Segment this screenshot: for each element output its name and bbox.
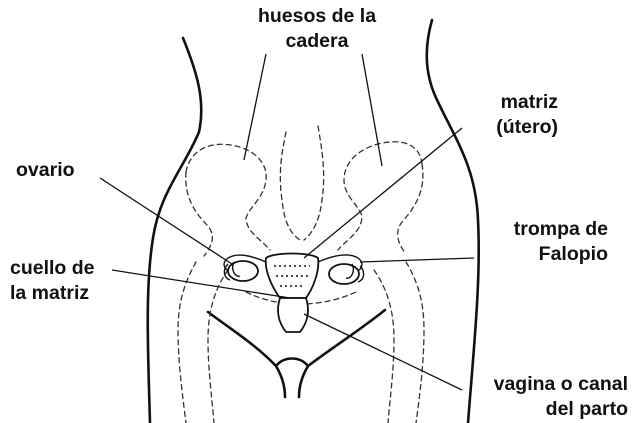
- label-hip-bones: huesos de la cadera: [222, 4, 412, 54]
- left-thigh-line: [206, 310, 278, 368]
- sacrum: [279, 125, 325, 241]
- right-femur: [373, 261, 425, 423]
- leader-cervix: [111, 269, 291, 299]
- right-hip-bone: [337, 141, 424, 255]
- label-uterus-line-1: matriz: [500, 91, 558, 113]
- label-cervix: cuello de la matriz: [10, 256, 95, 306]
- left-fimbriae: [223, 261, 241, 281]
- label-vagina-line-1: vagina o canal: [493, 373, 628, 395]
- right-ovary: [328, 263, 360, 285]
- vagina: [277, 297, 309, 333]
- right-thigh-line: [306, 308, 387, 368]
- label-fallopian-tube-line-1: trompa de: [513, 218, 608, 240]
- label-ovary-line-1: ovario: [16, 159, 75, 181]
- body-outline-left: [146, 36, 203, 423]
- label-vagina: vagina o canal del parto: [494, 372, 628, 422]
- crotch-line: [274, 357, 310, 399]
- leader-ovary: [99, 177, 233, 265]
- leader-fallopian-tube: [359, 257, 475, 263]
- label-fallopian-tube: trompa de Falopio: [514, 217, 608, 267]
- leader-hip-left: [243, 53, 267, 161]
- label-vagina-line-2: del parto: [545, 398, 628, 420]
- label-ovary: ovario: [16, 158, 75, 183]
- label-cervix-line-2: la matriz: [10, 282, 90, 304]
- leader-uterus: [303, 127, 463, 259]
- label-cervix-line-1: cuello de: [10, 257, 95, 279]
- label-uterus: matriz (útero): [496, 90, 558, 140]
- left-ovary: [227, 260, 259, 282]
- label-hip-bones-line-1: huesos de la: [257, 5, 377, 27]
- leader-hip-right: [361, 53, 383, 167]
- uterus-texture: [274, 265, 310, 287]
- leader-vagina: [303, 313, 463, 391]
- label-hip-bones-line-2: cadera: [285, 30, 349, 52]
- body-outline-right: [425, 18, 480, 423]
- right-fimbriae: [345, 263, 365, 283]
- label-uterus-line-2: (útero): [496, 116, 558, 138]
- left-femur: [177, 261, 229, 423]
- left-hip-bone: [185, 143, 271, 257]
- label-fallopian-tube-line-2: Falopio: [538, 243, 608, 265]
